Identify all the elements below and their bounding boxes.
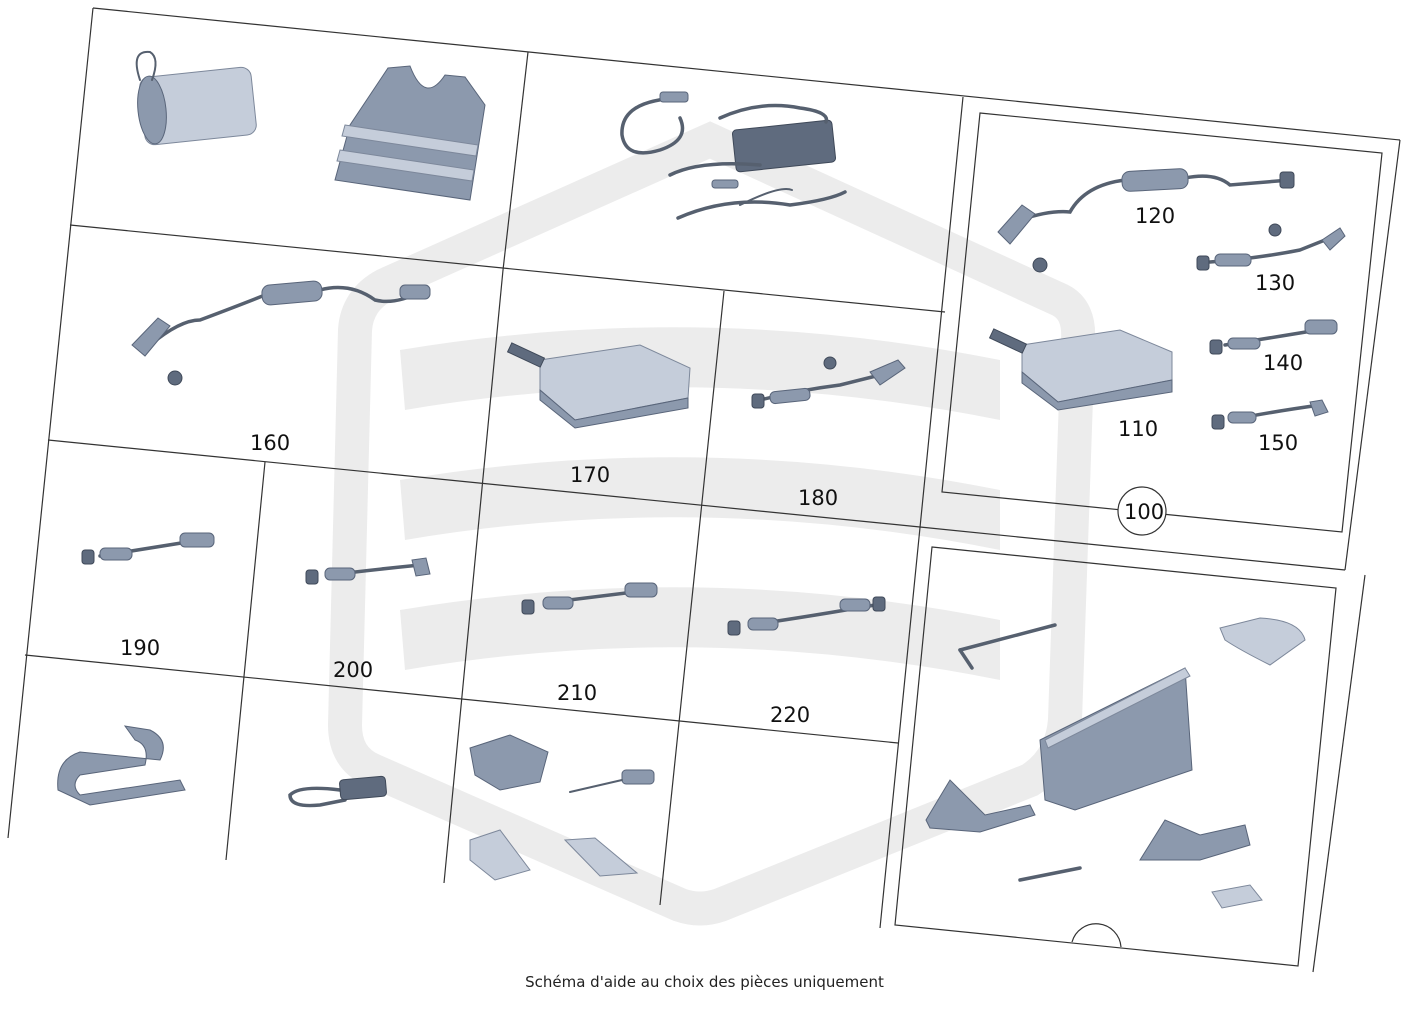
part-220-extension-cable[interactable] [727,596,886,636]
label-190: 190 [120,636,160,660]
label-180: 180 [798,486,838,510]
part-130-adapter-cable[interactable] [1196,223,1346,271]
part-180-adapter-cable[interactable] [751,356,906,409]
label-200: 200 [333,658,373,682]
part-110-charger-unit[interactable] [988,328,1173,411]
label-130: 130 [1255,271,1295,295]
warning-triangle[interactable] [925,779,1036,833]
tow-eye[interactable] [1018,866,1082,882]
cable-holder-bracket[interactable] [57,725,186,806]
car-jack[interactable] [1139,819,1251,861]
part-160-charging-cable[interactable] [131,280,431,386]
watermark-logo [327,121,1096,926]
label-100: 100 [1124,500,1164,524]
wheel-wrench[interactable] [958,623,1057,670]
charging-socket-set[interactable] [469,734,655,881]
charging-cable-kit[interactable] [620,91,847,220]
grid-lines [7,7,1401,973]
label-160: 160 [250,431,290,455]
toolkit-frame [894,546,1337,967]
label-220: 220 [770,703,810,727]
kit-100-callout[interactable]: 100 [1117,486,1167,536]
cable-lock[interactable] [288,775,387,808]
storage-bag[interactable] [135,50,258,146]
part-190-adapter-cable[interactable] [81,532,215,565]
work-gloves[interactable] [1219,617,1306,666]
label-120: 120 [1135,204,1175,228]
part-170-charger-unit[interactable] [506,342,691,429]
part-150-adapter-cable[interactable] [1211,399,1329,430]
part-200-adapter-cable[interactable] [305,557,431,585]
label-170: 170 [570,463,610,487]
caption: Schéma d'aide au choix des pièces unique… [525,973,884,991]
safety-vest[interactable] [334,65,486,201]
toolkit-case[interactable] [1039,667,1193,811]
part-210-adapter-cable[interactable] [521,582,658,615]
label-210: 210 [557,681,597,705]
part-120-charging-cable[interactable] [997,168,1295,273]
label-110: 110 [1118,417,1158,441]
label-140: 140 [1263,351,1303,375]
kit-100-frame [941,112,1383,533]
tool-pouch[interactable] [1211,884,1263,909]
label-150: 150 [1258,431,1298,455]
part-140-extension-cable[interactable] [1209,319,1338,355]
